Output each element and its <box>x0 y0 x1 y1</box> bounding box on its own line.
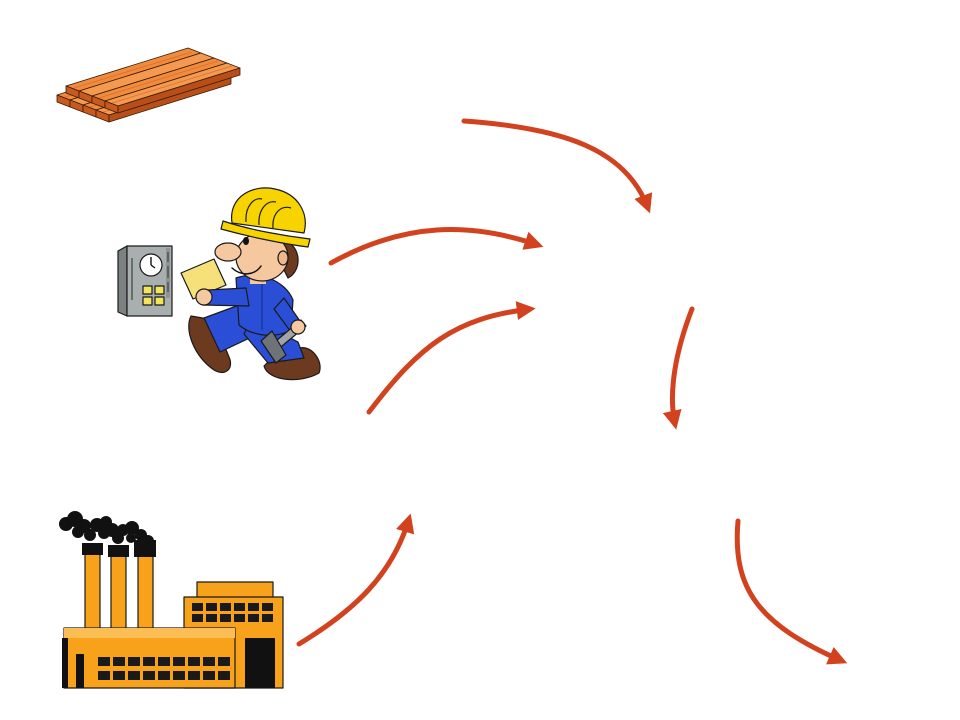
door <box>245 638 275 688</box>
curved-arrow-icon <box>366 301 536 415</box>
ear <box>277 250 289 266</box>
chimneys <box>82 540 156 631</box>
construction-worker-icon <box>180 187 321 381</box>
curved-arrow-icon <box>461 118 653 214</box>
lumber-planks-icon <box>56 47 241 123</box>
hard-hat-icon <box>220 187 311 248</box>
left-hand <box>195 288 213 306</box>
curved-arrow-icon <box>662 306 695 430</box>
curved-arrow-icon <box>328 227 544 266</box>
time-clock-icon <box>117 245 173 317</box>
smoke <box>59 511 154 547</box>
curved-arrow-icon <box>296 513 415 647</box>
mouth <box>231 265 262 275</box>
eye <box>243 237 249 245</box>
nose <box>214 242 242 262</box>
factory-icon <box>59 511 284 689</box>
main-building <box>62 627 236 689</box>
time-clock-buttons <box>142 285 165 306</box>
back-shoe <box>188 315 232 374</box>
right-hand <box>290 319 306 335</box>
time-card <box>180 258 227 300</box>
curved-arrow-icon <box>734 518 848 665</box>
flow-arrows <box>296 118 848 665</box>
clock-face <box>139 253 163 277</box>
